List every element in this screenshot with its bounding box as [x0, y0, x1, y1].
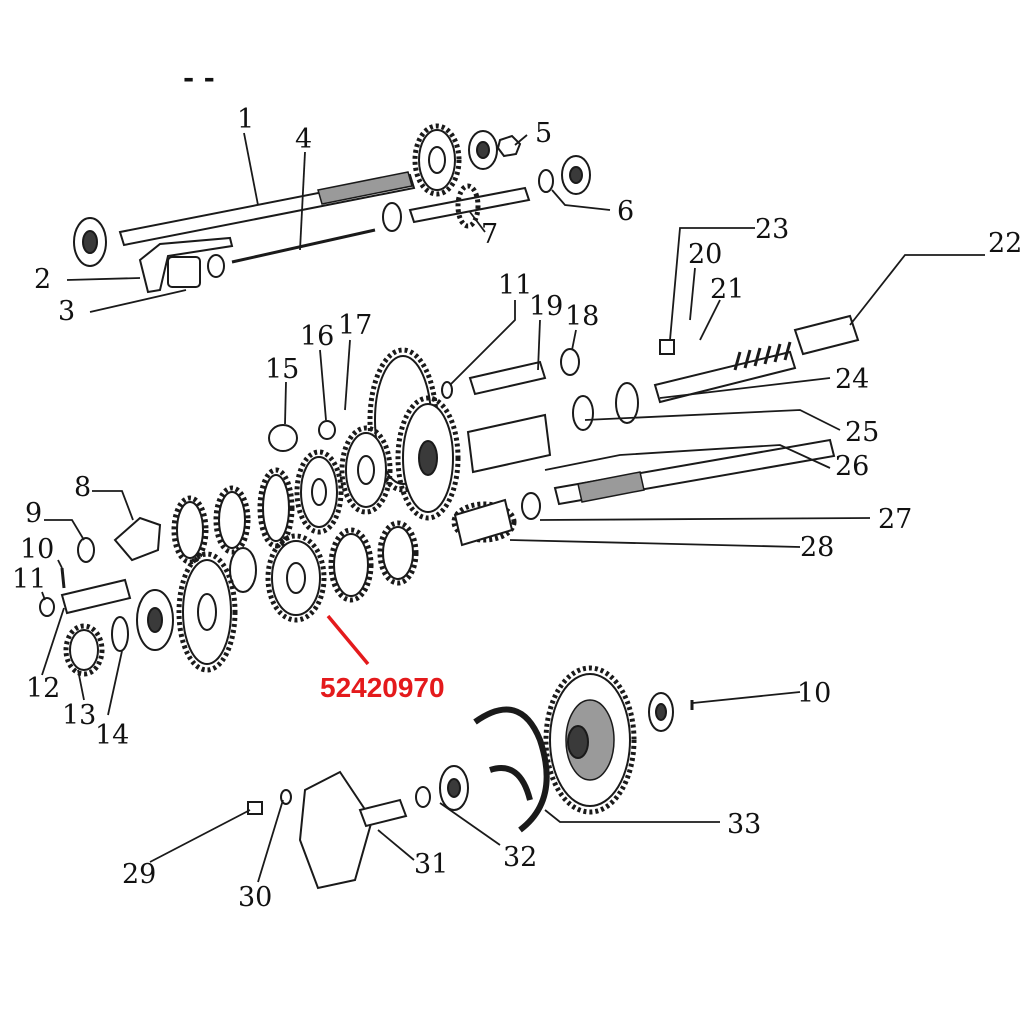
shift-block [167, 256, 201, 288]
highlighted-gear [265, 533, 327, 623]
nut [496, 134, 522, 158]
label-19: 19 [529, 291, 563, 322]
label-6: 6 [617, 196, 634, 227]
gear-cluster [39, 347, 461, 677]
label-17: 17 [338, 310, 372, 341]
collar [268, 424, 298, 452]
washer [538, 169, 554, 193]
label-28: 28 [800, 532, 834, 563]
label-9: 9 [25, 498, 42, 529]
label-11: 11 [12, 564, 46, 595]
part-labels: 1 2 3 4 5 6 7 8 9 10 11 12 13 14 15 16 1… [12, 104, 1022, 913]
label-10: 10 [20, 534, 54, 565]
label-24: 24 [835, 364, 869, 395]
cam-8 [113, 516, 162, 562]
callout-leader [326, 614, 370, 666]
spring [733, 341, 792, 371]
short-shaft [468, 360, 547, 396]
label-10-right: 10 [797, 678, 831, 709]
splined-hub [466, 413, 552, 474]
label-8: 8 [74, 472, 91, 503]
label-21: 21 [710, 274, 744, 305]
label-11-right: 11 [498, 270, 532, 301]
label-23: 23 [755, 214, 789, 245]
label-14: 14 [95, 720, 129, 751]
final-drive-assembly [247, 665, 694, 890]
shift-rod [231, 228, 376, 264]
label-32: 32 [503, 842, 537, 873]
top-marks: - - [183, 63, 215, 94]
counter-shaft [408, 186, 531, 224]
pinion [451, 501, 517, 543]
callout-part-number: 52420970 [320, 672, 445, 703]
label-22: 22 [988, 228, 1022, 259]
label-3: 3 [58, 296, 75, 327]
label-7: 7 [481, 219, 498, 250]
bolt [247, 801, 263, 815]
axle-housing [298, 770, 374, 890]
label-1: 1 [237, 104, 254, 135]
label-26: 26 [835, 451, 869, 482]
shaft-splines [317, 171, 413, 205]
label-4: 4 [295, 124, 312, 155]
nut-small [659, 339, 675, 355]
label-15: 15 [265, 354, 299, 385]
pto-shaft-assembly [441, 314, 860, 547]
main-shaft-assembly [73, 123, 591, 294]
leader-lines [41, 132, 985, 883]
label-18: 18 [565, 301, 599, 332]
coupling-sleeve [793, 314, 860, 356]
label-29: 29 [122, 859, 156, 890]
label-31: 31 [414, 849, 448, 880]
spring-shaft [653, 350, 797, 404]
pin-12 [60, 578, 132, 615]
label-33: 33 [727, 809, 761, 840]
label-27: 27 [878, 504, 912, 535]
ring-24 [615, 382, 639, 424]
label-20: 20 [688, 239, 722, 270]
label-13: 13 [62, 700, 96, 731]
brake-band [473, 706, 550, 833]
top-gear [412, 123, 462, 197]
label-5: 5 [535, 118, 552, 149]
label-16: 16 [300, 321, 334, 352]
shift-fork [138, 236, 234, 294]
label-25: 25 [845, 417, 879, 448]
label-30: 30 [238, 882, 272, 913]
label-12: 12 [26, 673, 60, 704]
crown-gear [543, 665, 637, 815]
label-2: 2 [34, 264, 51, 295]
